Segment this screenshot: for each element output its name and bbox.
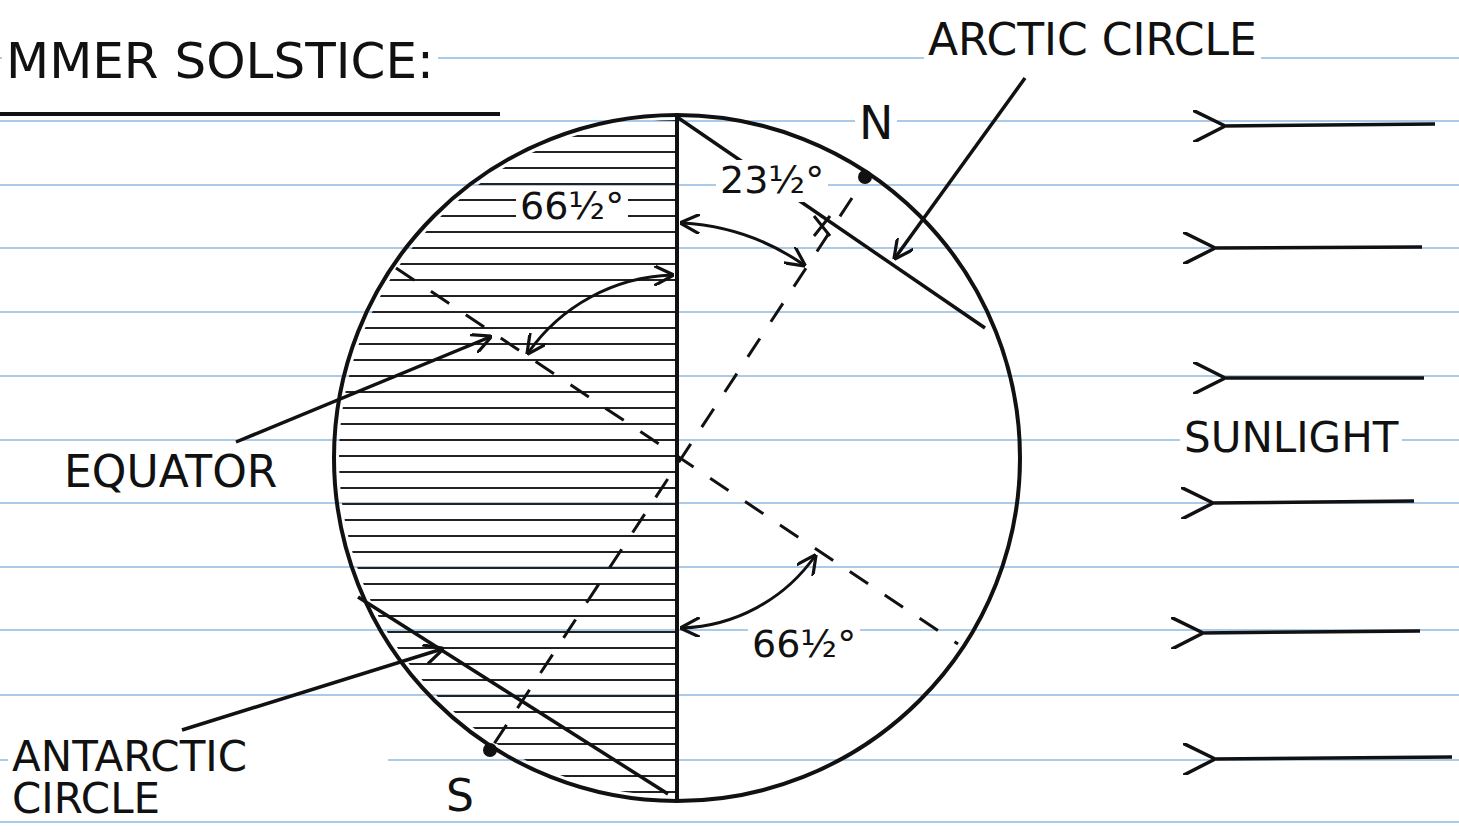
label-anchor: SUNLIGHT xyxy=(1180,415,1402,461)
antarctic-circle-line xyxy=(358,597,668,794)
region-label: ANTARCTIC CIRCLE xyxy=(8,736,388,820)
arctic-circle-line xyxy=(677,117,985,328)
earth-axis xyxy=(490,198,852,750)
sunlight-arrow xyxy=(1222,376,1424,380)
leader-line xyxy=(895,78,1025,258)
region-label: EQUATOR xyxy=(60,448,281,496)
ruled-line xyxy=(0,311,1459,313)
angle-arc xyxy=(528,275,672,353)
equator-line xyxy=(396,268,958,644)
leader-line xyxy=(182,649,442,730)
sunlight-arrow xyxy=(1212,757,1452,759)
label-anchor: EQUATOR xyxy=(60,448,281,496)
ruled-line xyxy=(0,821,1459,823)
earth-outline xyxy=(334,115,1020,801)
north-pole-dot xyxy=(858,170,872,184)
title: MMER SOLSTICE: xyxy=(2,34,438,89)
tilt-angle-arc xyxy=(682,223,804,265)
pole-label: S xyxy=(442,772,478,820)
sunlight-arrow xyxy=(1210,501,1414,503)
pole-label: N xyxy=(855,98,897,149)
label-anchor: 66½° xyxy=(516,186,628,228)
label-anchor: N xyxy=(855,98,897,149)
region-label: ARCTIC CIRCLE xyxy=(924,16,1261,64)
label-anchor: ANTARCTIC CIRCLE xyxy=(8,736,388,820)
label-anchor: 23½° xyxy=(716,160,828,202)
sunlight-label: SUNLIGHT xyxy=(1180,415,1402,461)
sunlight-arrow xyxy=(1212,247,1422,248)
label-anchor: 66½° xyxy=(748,624,860,666)
sunlight-arrow xyxy=(1200,631,1420,633)
ruled-line xyxy=(0,694,1459,696)
axis-cross xyxy=(814,216,830,236)
angle-label: 66½° xyxy=(516,186,628,228)
label-anchor: S xyxy=(442,772,478,820)
angle-arc xyxy=(682,556,815,628)
sunlight-arrow xyxy=(1222,124,1435,126)
south-pole-dot xyxy=(483,743,497,757)
leader-line xyxy=(236,337,490,442)
ruled-line xyxy=(0,247,1459,249)
angle-label: 66½° xyxy=(748,624,860,666)
title-underline xyxy=(0,112,500,116)
ruled-line xyxy=(0,566,1459,568)
ruled-lines xyxy=(0,58,1459,822)
night-shading xyxy=(339,120,677,796)
angle-label: 23½° xyxy=(716,160,828,202)
label-anchor: ARCTIC CIRCLE xyxy=(924,16,1261,64)
ruled-line xyxy=(0,629,1459,631)
label-anchor: MMER SOLSTICE: xyxy=(2,34,438,89)
